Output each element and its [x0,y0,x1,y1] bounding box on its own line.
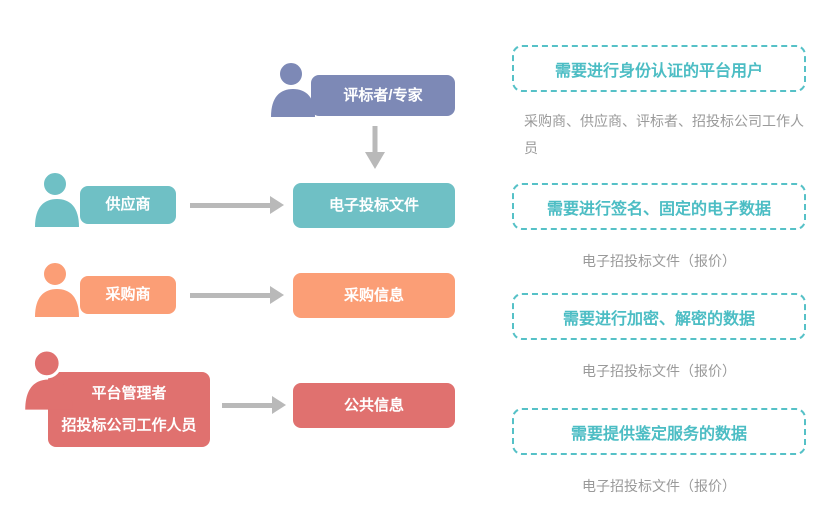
user-icon [35,171,79,227]
electronic-bid-file-pill: 电子投标文件 [293,183,455,228]
panel-appraisal-service-title-box: 需要提供鉴定服务的数据 [512,408,806,455]
panel-title: 需要提供鉴定服务的数据 [570,425,747,443]
expert-label-pill: 评标者/专家 [311,75,455,116]
panel-encryption-title-box: 需要进行加密、解密的数据 [512,293,806,340]
user-icon [25,349,73,410]
panel-encryption-description: 电子招投标文件（报价） [582,363,736,379]
arrow-down-icon [365,126,385,169]
arrow-right-icon [222,396,286,414]
procurement-info-pill: 采购信息 [293,273,455,318]
supplier-label: 供应商 [105,196,151,213]
panel-signature-fixation-title-box: 需要进行签名、固定的电子数据 [512,183,806,230]
arrow-right-icon [190,196,284,214]
platform-admin-label-line1: 平台管理者 [91,385,167,402]
panel-title: 需要进行签名、固定的电子数据 [546,200,771,218]
public-info-label: 公共信息 [343,396,404,414]
platform-admin-pill: 平台管理者 招投标公司工作人员 [48,372,210,447]
purchaser-label-pill: 采购商 [80,276,176,314]
panel-title: 需要进行加密、解密的数据 [562,310,755,328]
user-icon [35,261,79,317]
expert-label: 评标者/专家 [343,86,423,104]
user-icon [271,61,315,117]
arrow-right-icon [190,286,284,304]
electronic-bid-file-label: 电子投标文件 [328,196,419,214]
panel-identity-auth-title-box: 需要进行身份认证的平台用户 [512,45,806,92]
procurement-info-label: 采购信息 [343,286,404,304]
panel-title: 需要进行身份认证的平台用户 [554,62,763,80]
panel-appraisal-service-description: 电子招投标文件（报价） [582,478,736,494]
panel-signature-fixation-description: 电子招投标文件（报价） [582,253,736,269]
platform-admin-label-line2: 招投标公司工作人员 [61,416,197,434]
panel-identity-auth-description: 采购商、供应商、评标者、招投标公司工作人员 [524,113,804,156]
purchaser-label: 采购商 [105,286,151,303]
public-info-pill: 公共信息 [293,383,455,428]
supplier-label-pill: 供应商 [80,186,176,224]
